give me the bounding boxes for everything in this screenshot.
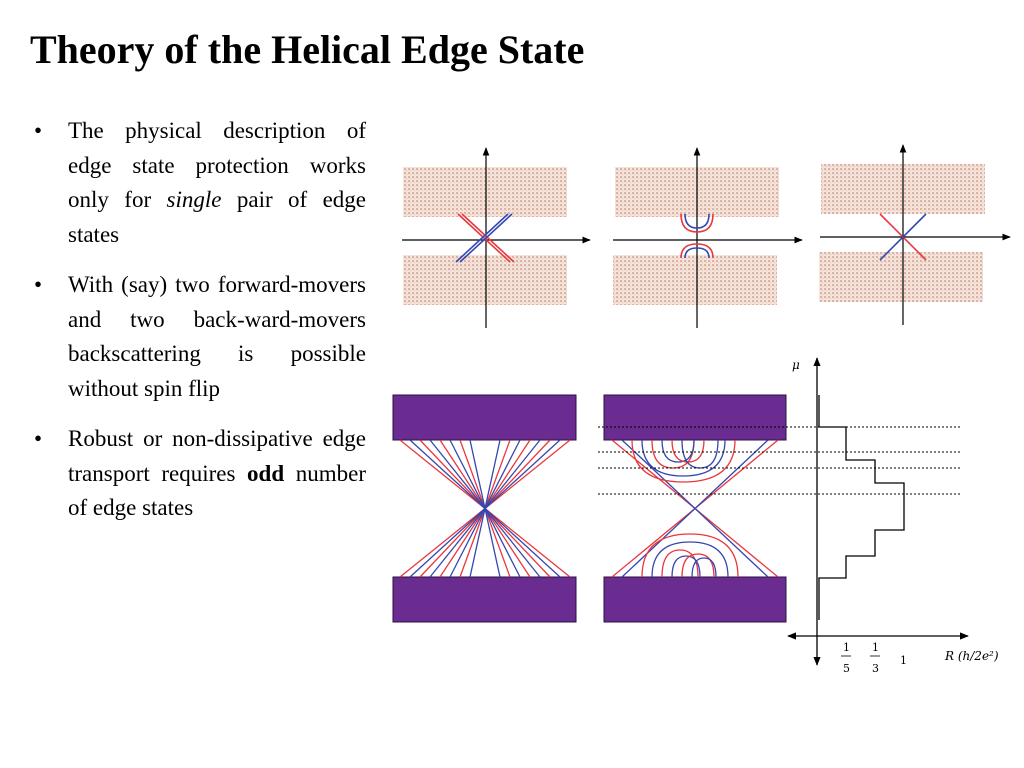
panel-two-pairs-gapped (613, 147, 803, 328)
bullet-item-3: • Robust or non-dissipative edge transpo… (32, 422, 366, 526)
band-bottom (403, 255, 567, 305)
band-bottom (819, 252, 983, 302)
bullet-dot: • (34, 272, 43, 297)
mu-axis-label: μ (792, 358, 800, 372)
bullet-item-1: • The physical description of edge state… (32, 114, 366, 252)
edge-arc-red (651, 439, 695, 469)
edge-arc-blue (641, 439, 726, 477)
resistance-curve (818, 395, 905, 620)
edge-arc-blue (661, 439, 695, 463)
tick-label-1-3-den: 3 (872, 662, 879, 675)
edge-line-red (457, 213, 511, 263)
edge-arc-red (641, 533, 739, 578)
edge-line-blue (879, 213, 927, 261)
bullet-1-text-b: pair of edge states (68, 187, 366, 247)
bullet-3-text-a: Robust or non-dissipative edge transport… (68, 426, 366, 486)
edge-line-blue (409, 439, 561, 578)
edge-arc-blue (671, 555, 701, 578)
panel-arcs-crossing (603, 394, 787, 623)
bullet-item-2: • With (say) two forward-movers and two … (32, 268, 366, 406)
contact-bar-top (392, 394, 577, 441)
edge-arc-blue (684, 213, 710, 229)
panel-single-pair (402, 147, 591, 328)
band-bottom (613, 255, 777, 305)
panel-single-crossing (819, 144, 1011, 325)
contact-bar-bottom (392, 576, 577, 623)
bullet-dot: • (34, 426, 43, 451)
edge-arc-red (661, 549, 699, 578)
edge-arc-blue (684, 247, 710, 259)
edge-line-blue (459, 213, 513, 263)
edge-arc-red (680, 213, 714, 233)
panel-multi-crossing (392, 394, 577, 623)
chemical-potential-levels (598, 426, 960, 495)
tick-label-1-3-num: 1 (872, 641, 879, 654)
edge-arc-red (681, 553, 715, 578)
contact-bar-bottom (603, 576, 787, 623)
bullet-dot: • (34, 118, 43, 143)
bullet-list: • The physical description of edge state… (32, 114, 366, 542)
edge-line-blue (455, 213, 509, 263)
resistance-graph: μ R (h/2e²) 1 5 1 3 1 (787, 357, 999, 675)
edge-arc-red (680, 243, 714, 259)
edge-arc-blue (691, 557, 717, 578)
contact-bar-top (603, 394, 787, 441)
bullet-1-text-a: The physical description of edge state p… (68, 118, 366, 212)
bullet-2-text: With (say) two forward-movers and two ba… (68, 272, 366, 401)
tick-label-1: 1 (900, 654, 907, 667)
tick-label-1-5-num: 1 (843, 641, 850, 654)
r-axis-label: R (h/2e²) (944, 649, 999, 663)
edge-arc-red (631, 439, 736, 483)
edge-arc-blue (681, 439, 719, 469)
edge-arc-blue (651, 541, 729, 578)
slide-title: Theory of the Helical Edge State (30, 27, 585, 72)
edge-line-red (461, 213, 515, 263)
bullet-1-text-italic: single (166, 187, 222, 212)
bullet-3-text-b: number of edge states (68, 460, 366, 521)
band-top (403, 167, 567, 217)
tick-label-1-5-den: 5 (843, 662, 850, 675)
bullet-3-text-bold: odd (247, 460, 285, 486)
